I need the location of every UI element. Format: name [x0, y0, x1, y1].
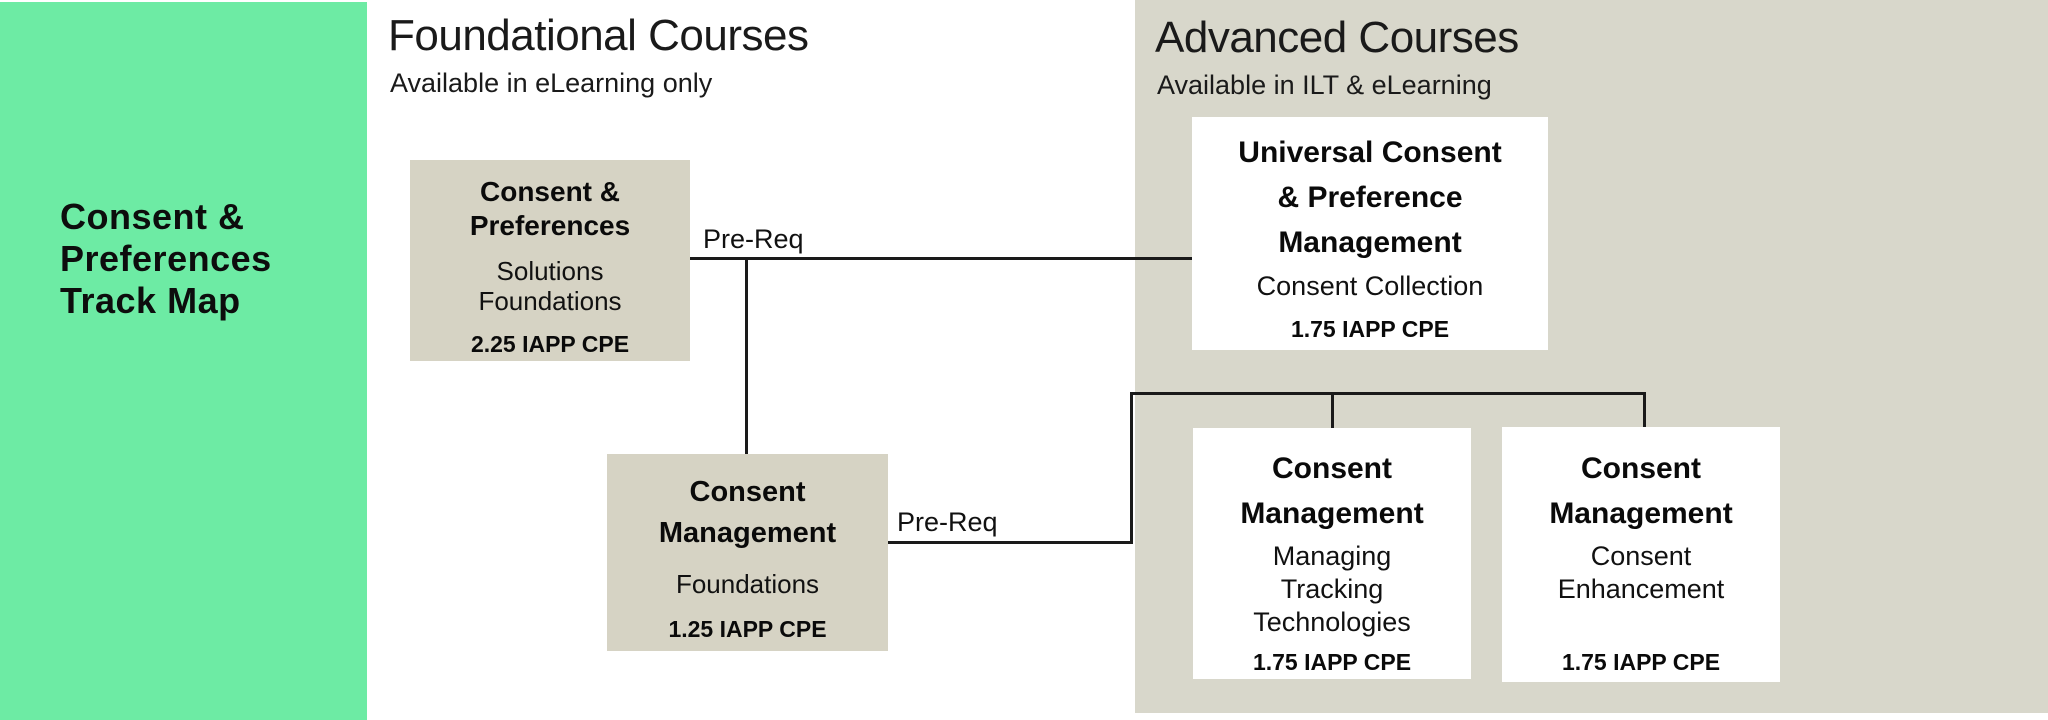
course-box-consent-preferences-solutions-foundations: Consent & Preferences Solutions Foundati…: [410, 160, 690, 361]
course-subtitle: Managing Tracking Technologies: [1253, 541, 1411, 637]
sidebar-panel: Consent & Preferences Track Map: [0, 2, 367, 720]
track-map-title-line: Preferences: [60, 238, 272, 279]
course-box-consent-management-consent-enhancement: Consent Management Consent Enhancement 1…: [1502, 427, 1780, 682]
course-cpe-credits: 2.25 IAPP CPE: [470, 331, 630, 357]
connector-bracket-middle-drop: [1331, 392, 1334, 430]
foundational-section-subtitle: Available in eLearning only: [390, 68, 713, 98]
connector-bracket-right-drop: [1643, 392, 1646, 430]
track-map-title-line: Track Map: [60, 280, 241, 321]
course-box-universal-consent-preference-management: Universal Consent & Preference Managemen…: [1192, 117, 1548, 350]
connector-bracket-horizontal: [1130, 392, 1646, 395]
advanced-section-title: Advanced Courses: [1155, 13, 1519, 62]
course-box-consent-management-managing-tracking-technologies: Consent Management Managing Tracking Tec…: [1193, 428, 1471, 679]
course-cpe-credits: 1.75 IAPP CPE: [1290, 316, 1450, 342]
advanced-section-subtitle: Available in ILT & eLearning: [1157, 70, 1492, 100]
course-box-consent-management-foundations: Consent Management Foundations 1.25 IAPP…: [607, 454, 888, 651]
course-title: Consent & Preferences: [469, 176, 631, 241]
foundational-section-title: Foundational Courses: [388, 11, 809, 60]
course-title: Consent Management: [1549, 452, 1733, 530]
course-subtitle: Consent Collection: [1256, 271, 1484, 301]
connector-prereq1-vertical: [745, 257, 748, 454]
prereq-label-2: Pre-Req: [897, 507, 998, 537]
course-cpe-credits: 1.75 IAPP CPE: [1561, 649, 1721, 675]
course-subtitle: Consent Enhancement: [1557, 541, 1725, 604]
course-subtitle: Foundations: [675, 569, 820, 599]
connector-bracket-left-vertical: [1130, 392, 1133, 544]
course-subtitle: Solutions Foundations: [478, 256, 622, 316]
prereq-label-1: Pre-Req: [703, 224, 804, 254]
course-cpe-credits: 1.25 IAPP CPE: [668, 616, 827, 642]
course-cpe-credits: 1.75 IAPP CPE: [1252, 649, 1412, 675]
track-map-title: Consent & Preferences Track Map: [60, 196, 272, 322]
connector-prereq2-horizontal: [888, 541, 1133, 544]
course-title: Universal Consent & Preference Managemen…: [1238, 136, 1502, 259]
course-title: Consent Management: [658, 476, 837, 549]
connector-prereq1-horizontal: [688, 257, 1192, 260]
course-title: Consent Management: [1240, 452, 1424, 530]
track-map-title-line: Consent &: [60, 196, 245, 237]
